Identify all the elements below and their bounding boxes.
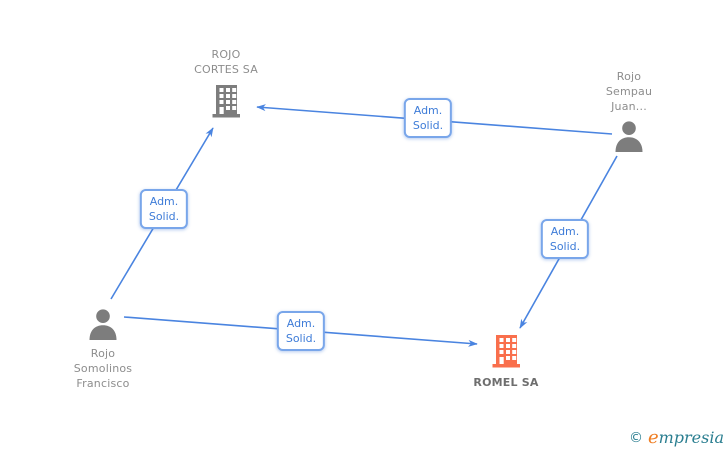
edge-label-line: Adm.: [550, 225, 580, 238]
edge-label-line: Adm.: [413, 104, 443, 117]
node-label: ROJO CORTES SA: [156, 47, 296, 77]
watermark-logo[interactable]: © empresia: [629, 427, 724, 448]
logo-initial: e: [647, 427, 659, 448]
node-label-line: Somolinos: [73, 362, 133, 375]
node-label-line: Rojo: [90, 347, 116, 360]
building-icon: [208, 83, 244, 123]
edge-label-line: Solid.: [412, 119, 444, 132]
edge-label-line: Adm.: [149, 195, 179, 208]
logo-wordmark: empresia: [648, 427, 724, 448]
node-label-line: Francisco: [76, 377, 130, 390]
edge-label-line: Solid.: [148, 210, 180, 223]
edge-label: Adm. Solid.: [540, 219, 590, 259]
edge-label: Adm. Solid.: [139, 189, 189, 229]
building-icon: [488, 333, 524, 373]
node-label-line: ROMEL SA: [473, 376, 539, 389]
edge-label-line: Adm.: [286, 317, 316, 330]
person-icon: [86, 308, 120, 344]
node-label-line: Rojo: [616, 70, 642, 83]
node-label-line: Juan...: [611, 100, 647, 113]
edge-label-line: Solid.: [285, 332, 317, 345]
logo-rest: mpresia: [658, 428, 724, 447]
person-icon: [612, 120, 646, 156]
node-label: ROMEL SA: [436, 375, 576, 390]
edge-label: Adm. Solid.: [276, 311, 326, 351]
node-label-line: Sempau: [605, 85, 653, 98]
node-label-line: ROJO: [211, 48, 241, 61]
copyright-icon: ©: [628, 429, 643, 446]
node-label-line: CORTES SA: [194, 63, 258, 76]
edge-label-line: Solid.: [549, 240, 581, 253]
edge-label: Adm. Solid.: [403, 98, 453, 138]
